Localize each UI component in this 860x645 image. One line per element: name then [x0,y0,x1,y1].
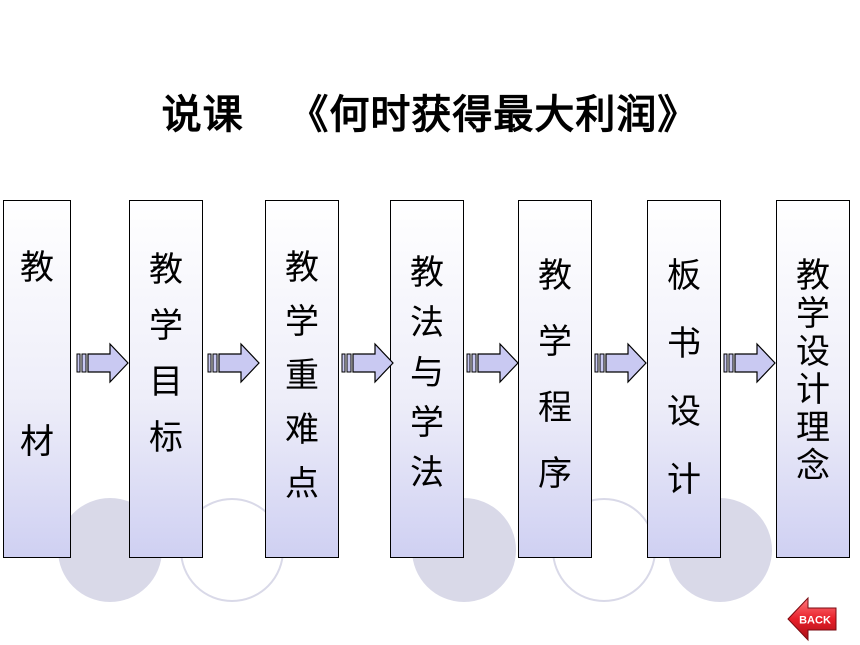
step-char: 序 [538,454,572,494]
back-button[interactable]: BACK [786,596,838,642]
step-char: 法 [410,453,444,493]
step-char: 目 [149,362,183,402]
slide-title: 说课 《何时获得最大利润》 [161,92,699,138]
step-char: 学 [410,403,444,443]
step-box-design-philosophy[interactable]: 教 学 设 计 理 念 [776,200,850,558]
step-box-methods[interactable]: 教 法 与 学 法 [390,200,464,558]
step-char: 学 [538,322,572,362]
step-char: 念 [796,446,830,486]
step-char: 教 [410,253,444,293]
step-char: 学 [285,302,319,342]
right-arrow-icon [594,342,647,384]
step-char: 教 [149,250,183,290]
step-box-procedure[interactable]: 教 学 程 序 [518,200,592,558]
step-char: 难 [285,410,319,450]
step-char: 点 [285,464,319,504]
step-char: 教 [538,256,572,296]
right-arrow-icon [341,342,394,384]
step-char: 计 [667,460,701,500]
step-char: 学 [796,294,830,334]
step-char: 标 [149,418,183,458]
right-arrow-icon [723,342,776,384]
step-char: 教 [285,248,319,288]
step-char: 计 [796,370,830,410]
step-char: 教 [796,256,830,296]
step-char: 与 [410,353,444,393]
step-char: 板 [667,256,701,296]
step-char: 教 [20,248,54,288]
step-char: 理 [796,408,830,448]
step-box-board-design[interactable]: 板 书 设 计 [647,200,721,558]
step-char: 程 [538,388,572,428]
step-char: 重 [285,356,319,396]
right-arrow-icon [466,342,519,384]
step-char: 设 [667,392,701,432]
step-char: 学 [149,306,183,346]
step-char: 书 [667,324,701,364]
step-char: 设 [796,332,830,372]
step-char: 材 [20,422,54,462]
step-box-key-difficult-points[interactable]: 教 学 重 难 点 [265,200,339,558]
step-box-teaching-material[interactable]: 教 材 [3,200,71,558]
step-box-teaching-goals[interactable]: 教 学 目 标 [129,200,203,558]
right-arrow-icon [207,342,260,384]
back-button-label: BACK [799,615,831,627]
step-char: 法 [410,303,444,343]
right-arrow-icon [76,342,129,384]
